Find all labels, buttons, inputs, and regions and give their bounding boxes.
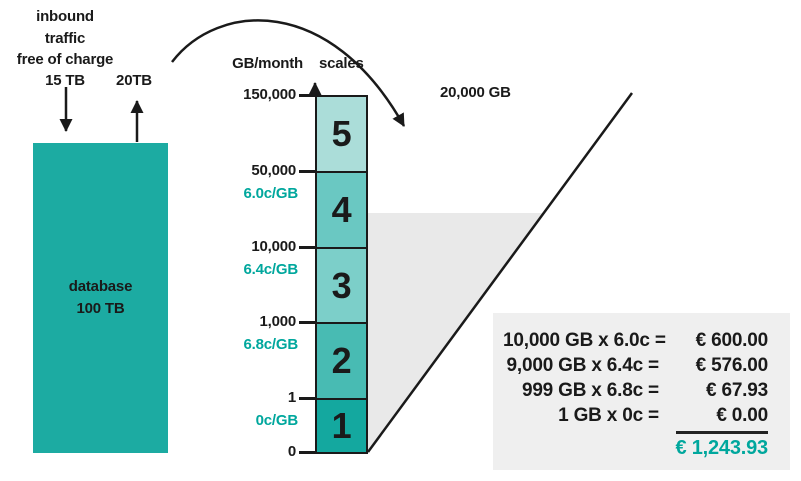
cost-expression: 9,000 GB x 6.4c = bbox=[506, 355, 664, 376]
scale-segment: 4 bbox=[315, 171, 368, 249]
caption-line: inbound bbox=[36, 8, 94, 25]
scale-segment-number: 4 bbox=[331, 189, 352, 230]
scale-segment-number: 5 bbox=[331, 113, 352, 154]
cost-breakdown-panel: 10,000 GB x 6.0c = € 600.00 9,000 GB x 6… bbox=[493, 313, 790, 470]
scales-label: scales bbox=[319, 55, 364, 72]
rate-label: 6.8c/GB bbox=[243, 336, 299, 353]
cost-row: 9,000 GB x 6.4c = € 576.00 bbox=[503, 353, 769, 378]
total-value: € 1,243.93 bbox=[675, 436, 768, 459]
outbound-volume-label: 20TB bbox=[116, 72, 152, 89]
inbound-traffic-caption: inbound traffic free of charge bbox=[5, 6, 125, 71]
database-label: database bbox=[68, 278, 133, 295]
cost-value: € 576.00 bbox=[695, 355, 769, 376]
cost-value: € 0.00 bbox=[716, 405, 768, 426]
scale-segment: 5 bbox=[315, 95, 368, 173]
axis-tick-mark bbox=[299, 170, 316, 173]
axis-tick-label: 10,000 bbox=[251, 238, 296, 255]
inbound-volume-label: 15 TB bbox=[45, 72, 85, 89]
cost-value: € 67.93 bbox=[706, 380, 768, 401]
database-box: database 100 TB bbox=[33, 143, 168, 453]
axis-tick-label: 1 bbox=[287, 389, 296, 406]
axis-tick-mark bbox=[299, 321, 316, 324]
usage-volume-label: 20,000 GB bbox=[440, 84, 511, 101]
rate-label: 6.4c/GB bbox=[243, 261, 299, 278]
caption-line: traffic bbox=[44, 29, 86, 47]
rate-label: 6.0c/GB bbox=[243, 185, 299, 202]
axis-tick-label: 0 bbox=[287, 443, 296, 460]
scale-segment-number: 2 bbox=[331, 340, 352, 381]
cost-value: € 600.00 bbox=[695, 330, 769, 351]
scale-segment: 2 bbox=[315, 322, 368, 400]
database-capacity-label: 100 TB bbox=[76, 300, 125, 317]
axis-tick-mark bbox=[299, 246, 316, 249]
cost-expression: 999 GB x 6.8c = bbox=[521, 380, 664, 401]
axis-tick-label: 1,000 bbox=[259, 313, 296, 330]
total-rule bbox=[676, 431, 768, 434]
axis-unit-label: GB/month bbox=[232, 55, 303, 72]
cost-expression: 1 GB x 0c = bbox=[558, 405, 664, 426]
usage-diagonal-line bbox=[366, 92, 634, 453]
axis-tick-mark bbox=[299, 397, 316, 400]
cost-expression: 10,000 GB x 6.0c = bbox=[503, 330, 671, 351]
cost-row: 1 GB x 0c = € 0.00 bbox=[503, 403, 768, 428]
scale-segment-number: 1 bbox=[331, 405, 352, 446]
axis-tick-mark bbox=[299, 94, 316, 97]
axis-tick-label: 150,000 bbox=[243, 86, 296, 103]
axis-tick-label: 50,000 bbox=[251, 162, 296, 179]
axis-tick-mark bbox=[299, 451, 316, 454]
cost-row: 10,000 GB x 6.0c = € 600.00 bbox=[503, 328, 768, 353]
caption-line: free of charge bbox=[16, 51, 114, 68]
scale-segment: 1 bbox=[315, 398, 368, 454]
scale-segment-number: 3 bbox=[331, 264, 352, 306]
rate-label: 0c/GB bbox=[255, 412, 299, 429]
scale-segment: 3 bbox=[315, 247, 368, 324]
transfer-curve-arrow bbox=[171, 19, 406, 127]
cost-row: 999 GB x 6.8c = € 67.93 bbox=[503, 378, 768, 403]
